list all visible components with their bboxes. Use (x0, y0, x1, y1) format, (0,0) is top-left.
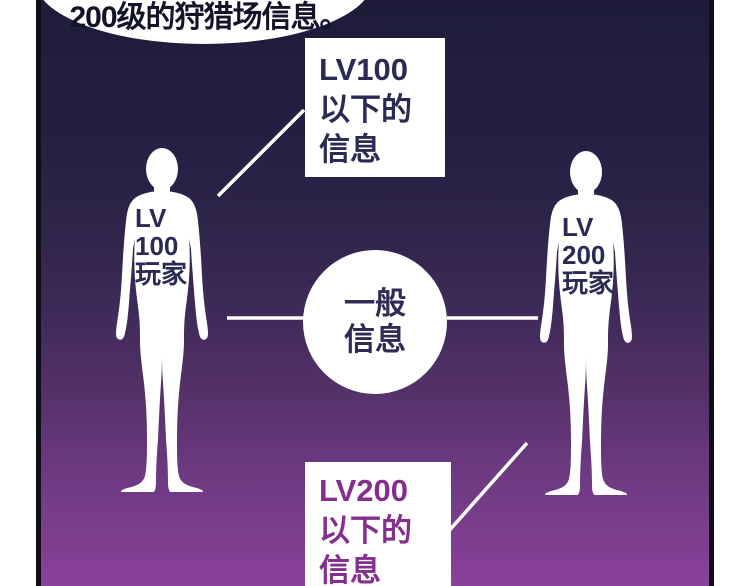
figure-left-label: LV 100 玩家 (135, 204, 187, 288)
figure-left-label-line3: 玩家 (135, 259, 188, 289)
figure-right-label-line3: 玩家 (562, 268, 615, 298)
figure-right-label-line1: LV (562, 212, 594, 242)
info-box-lv100-line1: LV100 (319, 52, 409, 87)
general-info-circle: 一般 信息 (303, 250, 447, 394)
info-box-lv200: LV200 以下的 信息 (305, 462, 451, 586)
info-box-lv200-line1: LV200 (319, 473, 409, 508)
info-box-lv100-line2: 以下的 (319, 92, 412, 127)
info-box-lv100: LV100 以下的 信息 (305, 38, 445, 177)
general-info-line1: 一般 (344, 286, 406, 321)
figure-right-label: LV 200 玩家 (562, 213, 614, 297)
panel-content: 200级的狩猎场信息。 LV100 以下的 信息 一般 信息 LV200 以下的… (41, 0, 709, 586)
speech-bubble-text: 200级的狩猎场信息。 (69, 1, 349, 34)
comic-panel: 200级的狩猎场信息。 LV100 以下的 信息 一般 信息 LV200 以下的… (36, 0, 714, 586)
figure-left-label-line1: LV (135, 203, 167, 233)
figure-left-label-line2: 100 (135, 231, 179, 261)
general-info-line2: 信息 (344, 322, 406, 357)
connector-line-lv200-box (445, 441, 529, 535)
connector-lines (216, 108, 538, 535)
info-box-lv200-line2: 以下的 (319, 513, 412, 548)
info-box-lv200-line3: 信息 (319, 553, 381, 586)
info-box-lv100-line3: 信息 (319, 132, 381, 167)
connector-line-lv100-box (216, 108, 306, 198)
figure-right-label-line2: 200 (562, 240, 606, 270)
